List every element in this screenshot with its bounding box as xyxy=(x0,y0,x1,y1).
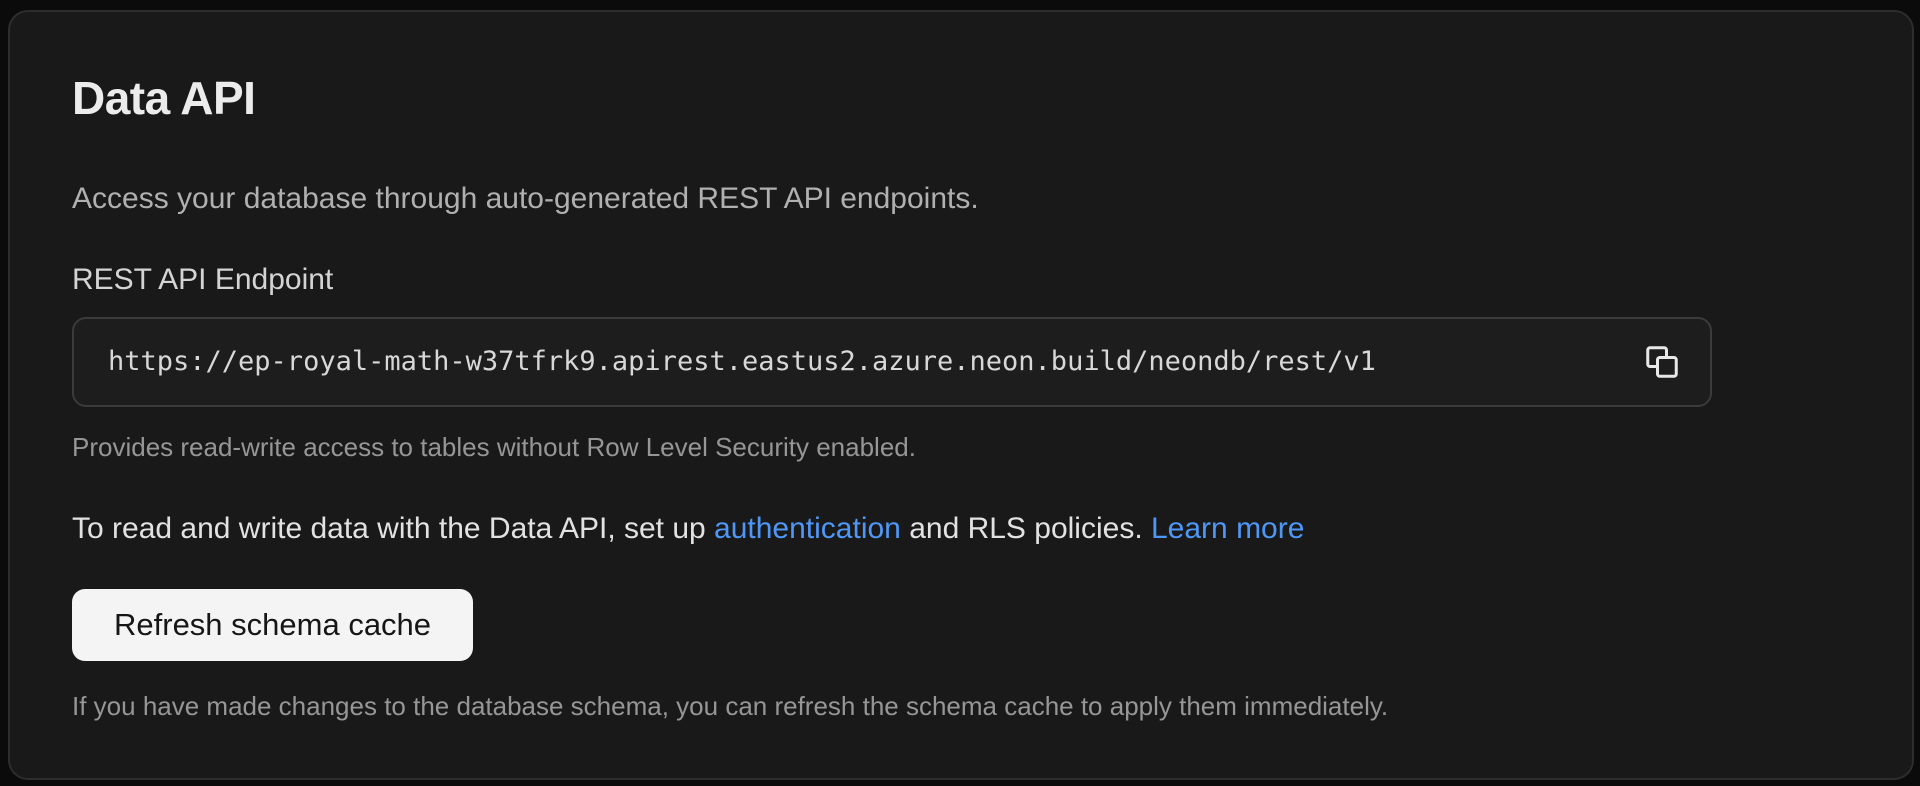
refresh-schema-cache-button[interactable]: Refresh schema cache xyxy=(72,589,474,662)
rest-api-endpoint-label: REST API Endpoint xyxy=(72,262,334,296)
learn-more-link[interactable]: Learn more xyxy=(1151,512,1305,546)
page-title: Data API xyxy=(72,72,256,124)
copy-endpoint-button[interactable] xyxy=(1640,340,1684,384)
rls-note: To read and write data with the Data API… xyxy=(72,511,1850,547)
copy-icon xyxy=(1644,344,1680,380)
rls-note-text-before: To read and write data with the Data API… xyxy=(72,512,715,546)
endpoint-url-field[interactable]: https://ep-royal-math-w37tfrk9.apirest.e… xyxy=(72,316,1712,407)
rls-note-text-middle: and RLS policies. xyxy=(900,512,1151,546)
data-api-panel: Data API Access your database through au… xyxy=(8,10,1914,780)
endpoint-helper-text: Provides read-write access to tables wit… xyxy=(72,431,916,462)
refresh-helper-text: If you have made changes to the database… xyxy=(72,691,1389,722)
endpoint-url-value: https://ep-royal-math-w37tfrk9.apirest.e… xyxy=(108,346,1376,378)
authentication-link[interactable]: authentication xyxy=(714,512,901,546)
section-description: Access your database through auto-genera… xyxy=(72,181,979,215)
